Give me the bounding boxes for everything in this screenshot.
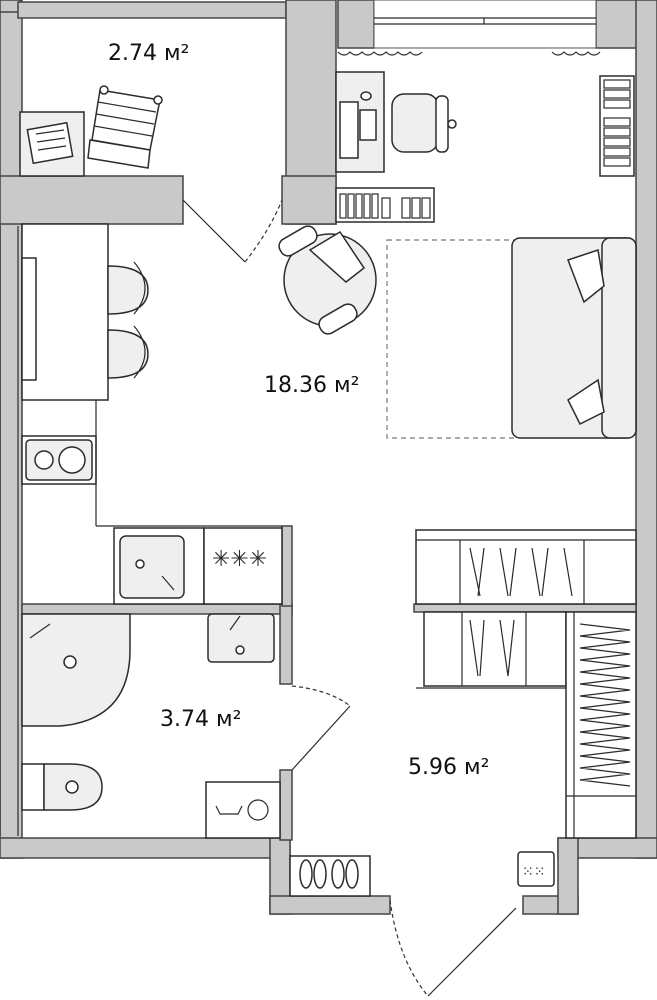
- wardrobe-icon: [415, 529, 637, 605]
- walls: [0, 0, 657, 915]
- shower-icon: [21, 613, 131, 727]
- stove-icon: ✳✳✳: [203, 527, 283, 605]
- bookshelf-icon: [335, 187, 435, 223]
- area-hallway: 5.96 м²: [408, 755, 489, 780]
- wardrobe-icon: [565, 611, 637, 839]
- kitchen-sink-icon: [113, 527, 205, 605]
- toilet-icon: [21, 763, 103, 811]
- bar-stool-icon: [107, 261, 149, 315]
- window-icon: [0, 226, 19, 836]
- door-icon: [389, 899, 517, 997]
- door-icon: [182, 199, 283, 263]
- lounge-chair-icon: [87, 85, 163, 169]
- washing-machine-icon: [205, 781, 281, 839]
- wardrobe-icon: [416, 611, 567, 689]
- shoe-rack-icon: [289, 855, 371, 897]
- area-balcony: 2.74 м²: [108, 41, 189, 66]
- window-icon: [373, 0, 597, 49]
- bookshelf-icon: [599, 75, 635, 177]
- svg-text:⁙⁙: ⁙⁙: [522, 864, 545, 880]
- bar-stool-icon: [107, 325, 149, 379]
- electrical-panel-icon: ⁙⁙: [517, 851, 555, 887]
- sofa-icon: [511, 237, 637, 439]
- armchair-icon: [278, 225, 377, 335]
- cooktop-icon: [21, 435, 97, 485]
- newspaper-icon: [19, 111, 85, 177]
- area-bathroom: 3.74 м²: [160, 707, 241, 732]
- svg-text:✳✳✳: ✳✳✳: [212, 547, 267, 572]
- washbasin-icon: [207, 613, 275, 663]
- door-icon: [291, 685, 351, 771]
- desk-icon: [335, 71, 385, 173]
- office-chair-icon: [391, 93, 457, 153]
- area-living: 18.36 м²: [264, 373, 359, 398]
